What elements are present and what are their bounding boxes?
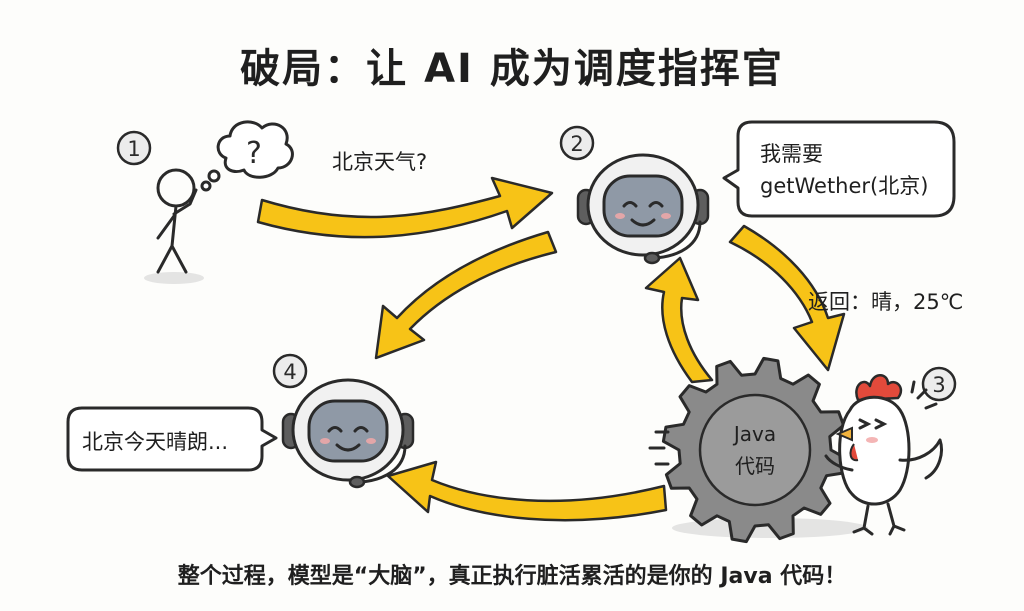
step-number-4: 4: [272, 353, 308, 389]
caption: 整个过程，模型是“大脑”，真正执行脏活累活的是你的 Java 代码！: [177, 564, 847, 589]
chicken-mascot: [824, 374, 943, 536]
answer-text: 北京今天晴朗...: [82, 430, 229, 454]
ai-request-bubble: [722, 120, 956, 218]
arrow-ai-to-java: [728, 224, 846, 372]
java-code-gear: [648, 356, 868, 544]
gear-label-line2: 代码: [735, 454, 775, 478]
svg-text:1: 1: [127, 137, 140, 161]
arrow-java-to-ai: [644, 256, 714, 384]
svg-text:3: 3: [932, 373, 945, 397]
step-number-2: 2: [559, 125, 595, 161]
ai-request-text-line1: 我需要: [760, 142, 823, 166]
thought-cloud: ?: [200, 120, 294, 192]
ai-robot-head: [576, 153, 710, 265]
ai-request-text-line2: getWether(北京): [760, 174, 929, 198]
step-number-3: 3: [921, 366, 957, 402]
page-title: 破局：让 AI 成为调度指挥官: [240, 46, 784, 92]
svg-text:4: 4: [283, 360, 296, 384]
arrow-java-to-output: [386, 460, 668, 522]
ai-robot-head-output: [281, 378, 415, 489]
question-mark: ?: [246, 136, 262, 171]
svg-text:2: 2: [570, 132, 583, 156]
answer-bubble: [66, 406, 278, 472]
user-query-label: 北京天气?: [332, 150, 428, 174]
gear-label-line1: Java: [733, 422, 777, 446]
arrow-user-to-ai: [256, 176, 554, 239]
return-result-label: 返回：晴，25℃: [808, 290, 964, 314]
step-number-1: 1: [116, 130, 152, 166]
user-stick-figure: [144, 168, 204, 284]
arrow-ai-to-output: [374, 230, 558, 360]
